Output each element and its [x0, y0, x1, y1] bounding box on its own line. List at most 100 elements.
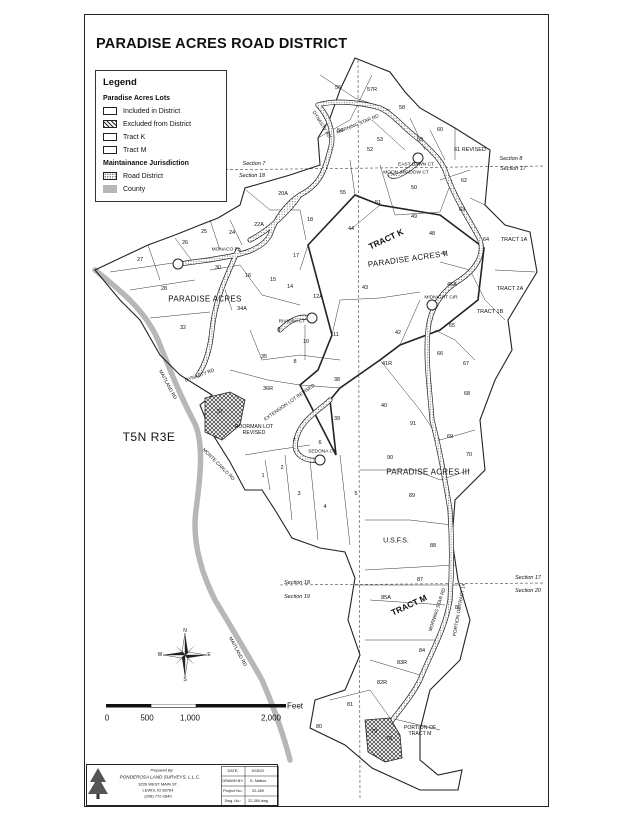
road-label-sedona: SEDONA CT	[308, 449, 336, 455]
lot-label: 79	[370, 729, 378, 735]
tb-date-value: 9/15/22	[251, 769, 265, 773]
title-block	[86, 764, 278, 806]
scale-tick-500: 500	[140, 713, 154, 723]
swatch-included	[103, 107, 117, 115]
lot-label: 28	[160, 286, 168, 292]
tb-project-label: Project No.:	[223, 789, 243, 793]
lot-label: 56	[334, 85, 342, 91]
lot-label: 40	[380, 403, 388, 409]
legend-label-tract-m: Tract M	[123, 146, 147, 154]
section-lines	[204, 59, 546, 801]
lot-label: 44	[347, 226, 355, 232]
lot-label: 52	[366, 147, 374, 153]
lot-label: 70	[465, 452, 473, 458]
lot-label: 17	[292, 253, 300, 259]
lot-label: 3	[297, 491, 301, 497]
lot-label: 49	[410, 214, 418, 220]
lot-label: TRACT 1B	[476, 309, 504, 315]
lot-label: 8	[293, 359, 297, 365]
lot-label: 86	[454, 605, 462, 611]
swatch-tract-m	[103, 146, 117, 154]
legend-row-tract-k: Tract K	[103, 132, 145, 142]
lot-label: 66	[436, 351, 444, 357]
lot-label: 67	[462, 361, 470, 367]
lot-label: 1	[261, 473, 265, 479]
lot-label: 54	[336, 128, 344, 134]
county-road-maitland	[92, 267, 293, 763]
tract-k-outline	[298, 194, 485, 456]
lot-label: 43	[361, 285, 369, 291]
lot-label: 14	[286, 284, 294, 290]
excluded-area-79	[364, 717, 403, 763]
section-label-18-bottom: Section 18	[284, 580, 310, 586]
lot-label: 27	[136, 257, 144, 263]
lot-label: 22A	[254, 222, 264, 228]
section-label-19: Section 19	[284, 594, 310, 600]
lot-label: 82R	[376, 680, 388, 686]
legend-box: Legend Paradise Acres Lots Included in D…	[95, 70, 227, 202]
tb-address: 3226 WEST MAIN ST.	[138, 781, 178, 787]
lot-label: 2	[280, 465, 284, 471]
lot-label: 38	[333, 377, 341, 383]
lot-label: 36R	[262, 386, 274, 392]
tree-logo-icon	[88, 768, 108, 799]
lot-label: 39	[333, 416, 341, 422]
lot-label: 89	[408, 493, 416, 499]
excluded-area-37	[204, 391, 246, 441]
lot-label: 6	[318, 440, 322, 446]
lot-label: 68	[463, 391, 471, 397]
scale-tick-2000: 2,000	[260, 713, 282, 723]
lot-label: 32	[179, 325, 187, 331]
compass-n: N	[183, 628, 187, 634]
tb-dwg-label: Dwg. No.:	[224, 799, 242, 803]
lot-label: 34A	[237, 306, 247, 312]
legend-jurisdiction-header: Maintainance Jurisdiction	[103, 160, 189, 167]
lot-label: 25	[200, 229, 208, 235]
road-label-east-dawn: EAST DAWN CT	[398, 162, 434, 168]
lot-label: 50	[410, 185, 418, 191]
tb-firm: PONDEROSA LAND SURVEYS, L.L.C.	[119, 774, 201, 780]
scale-unit: Feet	[286, 701, 304, 711]
legend-lots-header: Paradise Acres Lots	[103, 95, 171, 102]
lot-label: 90	[386, 455, 394, 461]
section-label-8: Section 8	[499, 156, 523, 162]
lot-label: 4	[323, 504, 327, 510]
tb-drawn-label: DRAWN BY:	[222, 779, 244, 783]
lot-label: 81	[346, 702, 354, 708]
lot-label: 55	[339, 190, 347, 196]
compass-w: W	[157, 652, 163, 658]
scale-tick-0: 0	[104, 713, 110, 723]
lot-label: 59	[416, 137, 424, 143]
scale-bar	[106, 704, 286, 708]
legend-title: Legend	[103, 77, 137, 88]
swatch-county	[103, 185, 117, 193]
section-label-20: Section 20	[515, 588, 541, 594]
lot-label: 87	[416, 577, 424, 583]
lot-label: 61 REVISED	[454, 147, 486, 153]
legend-row-road-district: Road District	[103, 171, 163, 181]
lot-label: 64	[482, 237, 490, 243]
swatch-excluded	[103, 120, 117, 128]
label-usfs: U.S.F.S.	[383, 537, 409, 545]
lot-label: 65	[448, 323, 456, 329]
lot-label: 35	[260, 354, 268, 360]
subdivision-label-paradise-acres: PARADISE ACRES	[168, 294, 242, 304]
road-label-riviera: RIVIERA CT	[278, 319, 306, 325]
lot-label: 20A	[278, 191, 288, 197]
lot-label: 60	[436, 127, 444, 133]
section-label-18-top: Section 18	[239, 173, 265, 179]
lot-label: 42	[394, 330, 402, 336]
legend-label-road-district: Road District	[123, 172, 164, 180]
lot-label: 84	[418, 648, 426, 654]
lot-label: 45A	[447, 282, 457, 288]
compass-s: S	[183, 677, 187, 683]
lot-label: 63	[458, 207, 466, 213]
tb-city: LEWIS, ID 83764	[142, 787, 174, 793]
section-label-17-bottom: Section 17	[515, 575, 541, 581]
lot-label: 51	[374, 200, 382, 206]
legend-row-included: Included in District	[103, 106, 180, 116]
lot-label: 58	[398, 105, 406, 111]
tb-prepared-by: Prepared By:	[150, 767, 174, 773]
title-block-grid	[221, 766, 279, 806]
lot-label: 41R	[381, 361, 393, 367]
